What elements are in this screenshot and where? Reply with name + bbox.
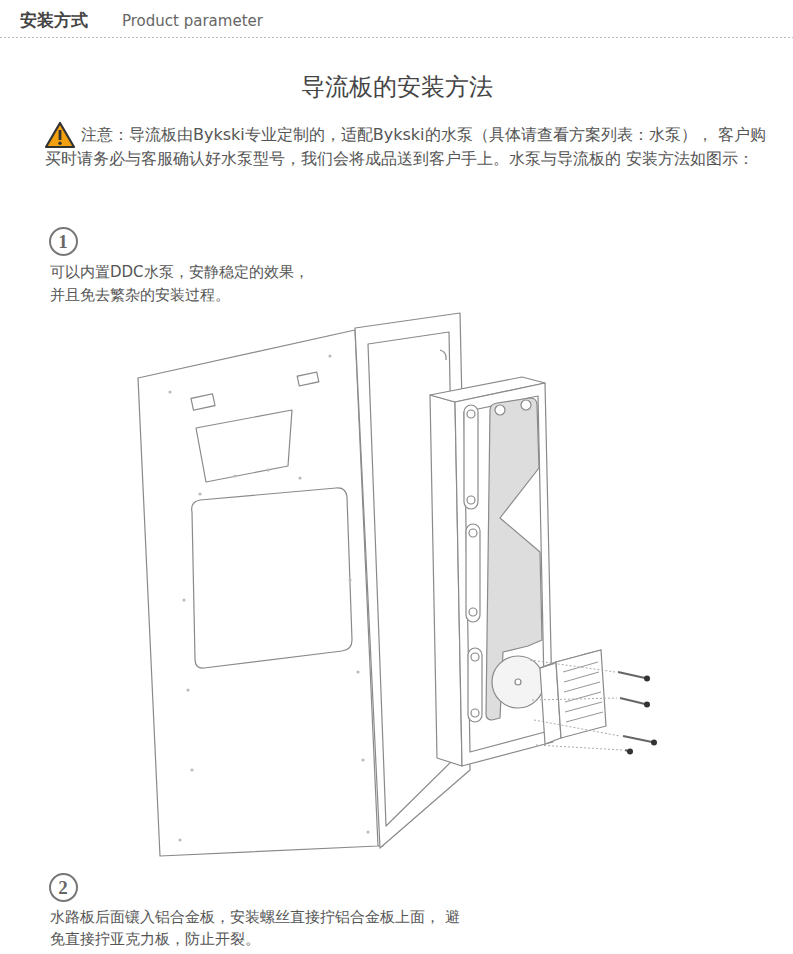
step-number-circle: 1 — [49, 227, 78, 256]
step-number-circle: 2 — [49, 873, 78, 902]
section-heading: 安装方式 — [20, 9, 130, 31]
header-rule — [0, 37, 793, 38]
panels — [138, 313, 606, 856]
note-text: 注意：导流板由Bykski专业定制的，适配Bykski的水泵（具体请查看方案列表… — [45, 123, 773, 171]
callout-number: 1 — [58, 232, 68, 251]
step-text: 水路板后面镶入铝合金板，安装螺丝直接拧铝合金板上面， 避免直接拧亚克力板，防止开… — [50, 906, 462, 950]
callout-number: 2 — [58, 878, 68, 897]
page-title: 导流板的安装方法 — [0, 72, 793, 102]
warning-icon — [46, 123, 74, 147]
section-subheading: Product parameter — [122, 11, 322, 31]
step-text: 可以内置DDC水泵，安静稳定的效果， 并且免去繁杂的安装过程。 — [50, 261, 322, 307]
screws — [530, 660, 657, 755]
